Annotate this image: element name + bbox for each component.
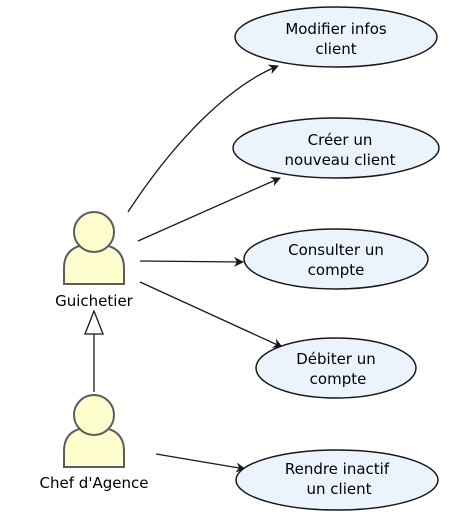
usecase-debiter-line-2: compte [310, 370, 367, 388]
usecase-creer: Créer un nouveau client [232, 117, 440, 179]
association-chef-rendre [155, 453, 246, 473]
usecase-rendre: Rendre inactif un client [235, 449, 439, 511]
usecase-modifier: Modifier infos client [234, 6, 438, 68]
usecase-consulter-ellipse [243, 228, 429, 290]
association-guichetier-consulter [139, 256, 244, 267]
usecase-debiter-ellipse [255, 337, 417, 399]
actor-chef-label: Chef d'Agence [40, 474, 149, 492]
usecase-debiter-line-1: Débiter un [296, 350, 376, 368]
usecase-consulter-line-1: Consulter un [288, 241, 384, 259]
usecase-modifier-ellipse [234, 6, 438, 68]
association-arrows [84, 64, 283, 473]
association-guichetier-debiter [139, 281, 283, 348]
usecase-consulter: Consulter un compte [243, 228, 429, 290]
actor-chef: Chef d'Agence [40, 394, 149, 492]
usecase-creer-line-1: Créer un [308, 131, 373, 149]
actor-guichetier-label: Guichetier [55, 292, 134, 310]
usecase-rendre-ellipse [235, 449, 439, 511]
actor-guichetier: Guichetier [55, 211, 134, 310]
usecase-creer-line-2: nouveau client [285, 151, 396, 169]
usecase-debiter: Débiter un compte [255, 337, 417, 399]
usecase-creer-ellipse [232, 117, 440, 179]
usecase-consulter-line-2: compte [308, 261, 365, 279]
usecase-modifier-line-2: client [315, 40, 356, 58]
usecase-modifier-line-1: Modifier infos [285, 20, 387, 38]
association-guichetier-modifier [127, 64, 279, 213]
actor-guichetier-head-icon [73, 211, 115, 253]
usecase-rendre-line-2: un client [307, 480, 372, 498]
association-guichetier-creer [137, 177, 281, 242]
actor-chef-head-icon [73, 394, 115, 436]
usecase-rendre-line-1: Rendre inactif [285, 460, 390, 478]
generalization-arrowhead [84, 309, 104, 335]
